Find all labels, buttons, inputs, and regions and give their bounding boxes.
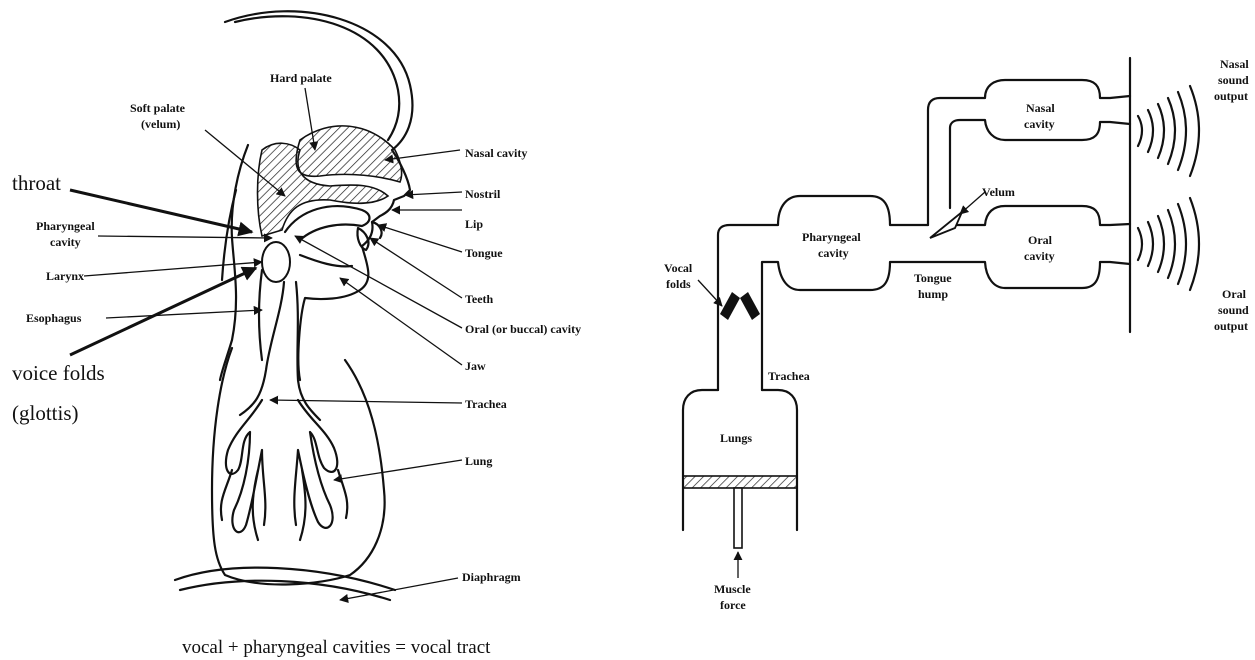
label-pharyngeal: Pharyngeal (36, 219, 95, 233)
label-oral-output-2: sound (1218, 303, 1249, 317)
vocal-fold-left (720, 292, 740, 320)
tongue-shape (283, 205, 371, 242)
nasal-tube-inner (948, 118, 1132, 210)
label-schem-nasal-cavity: cavity (1024, 117, 1055, 131)
label-jaw: Jaw (465, 359, 486, 373)
label-diaphragm: Diaphragm (462, 570, 521, 584)
label-schem-pharyngeal: Pharyngeal (802, 230, 861, 244)
label-schem-oral: Oral (1028, 233, 1053, 247)
nasal-cavity-shape (295, 125, 403, 183)
label-vocal-folds-2: folds (666, 277, 691, 291)
label-tongue: Tongue (465, 246, 503, 260)
label-esophagus: Esophagus (26, 311, 82, 325)
annotation-voice-folds: voice folds (12, 361, 105, 385)
label-nasal-output-1: Nasal (1220, 57, 1249, 71)
label-lip: Lip (465, 217, 483, 231)
label-oral-cavity: Oral (or buccal) cavity (465, 322, 581, 336)
label-oral-output-3: output (1214, 319, 1248, 333)
label-muscle: Muscle (714, 582, 751, 596)
teeth-shape (356, 226, 370, 252)
label-larynx: Larynx (46, 269, 84, 283)
caption: vocal + pharyngeal cavities = vocal trac… (182, 637, 491, 658)
label-nasal-output-3: output (1214, 89, 1248, 103)
diaphragm-shape-2 (178, 579, 392, 602)
neck-back-2 (220, 188, 238, 282)
label-lung: Lung (465, 454, 492, 468)
velum-flap (929, 211, 963, 239)
label-hard-palate: Hard palate (270, 71, 332, 85)
label-vocal-folds-1: Vocal (664, 261, 693, 275)
bronchi-shape (219, 398, 349, 542)
label-tongue-hump-2: hump (918, 287, 948, 301)
trachea-tube-right (760, 260, 1132, 392)
label-muscle-force: force (720, 598, 746, 612)
label-trachea: Trachea (465, 397, 507, 411)
label-schem-trachea: Trachea (768, 369, 810, 383)
piston-rod (733, 487, 743, 549)
trachea-right (294, 280, 322, 422)
diaphragm-shape (173, 566, 397, 592)
label-schem-pharyngeal-cavity: cavity (818, 246, 849, 260)
lung-outline (210, 346, 386, 586)
label-nostril: Nostril (465, 187, 501, 201)
label-schem-oral-cavity: cavity (1024, 249, 1055, 263)
esophagus-shape (257, 268, 264, 362)
skull-inner (233, 15, 401, 142)
label-velum: (velum) (141, 117, 180, 131)
trachea-tube-left (716, 194, 930, 392)
trachea-left (238, 280, 286, 417)
label-schem-velum: Velum (982, 185, 1015, 199)
head-outline (223, 10, 414, 382)
label-pharyngeal-cavity: cavity (50, 235, 81, 249)
label-schem-nasal: Nasal (1026, 101, 1055, 115)
annotation-glottis: (glottis) (12, 401, 79, 425)
annotation-throat: throat (12, 171, 61, 195)
label-tongue-hump-1: Tongue (914, 271, 952, 285)
vocal-fold-right (740, 292, 760, 320)
nasal-sound-waves (1136, 84, 1201, 178)
label-teeth: Teeth (465, 292, 494, 306)
pharynx-shape (256, 142, 390, 238)
label-schem-lungs: Lungs (720, 431, 752, 445)
label-nasal-cavity: Nasal cavity (465, 146, 527, 160)
piston-plate (682, 475, 798, 489)
label-nasal-output-2: sound (1218, 73, 1249, 87)
anatomy-diagram: Hard palate Soft palate (velum) Nasal ca… (12, 10, 581, 658)
jaw-shape (298, 253, 354, 268)
oral-cavity-top (948, 204, 1132, 227)
oral-sound-waves (1136, 196, 1201, 292)
schematic-diagram: Nasal sound output Nasal cavity Velum Ph… (664, 56, 1249, 612)
lungs-chamber (681, 388, 799, 532)
label-oral-output-1: Oral (1222, 287, 1247, 301)
label-soft-palate: Soft palate (130, 101, 186, 115)
larynx-shape (261, 241, 291, 283)
nasal-tube (926, 78, 1132, 227)
